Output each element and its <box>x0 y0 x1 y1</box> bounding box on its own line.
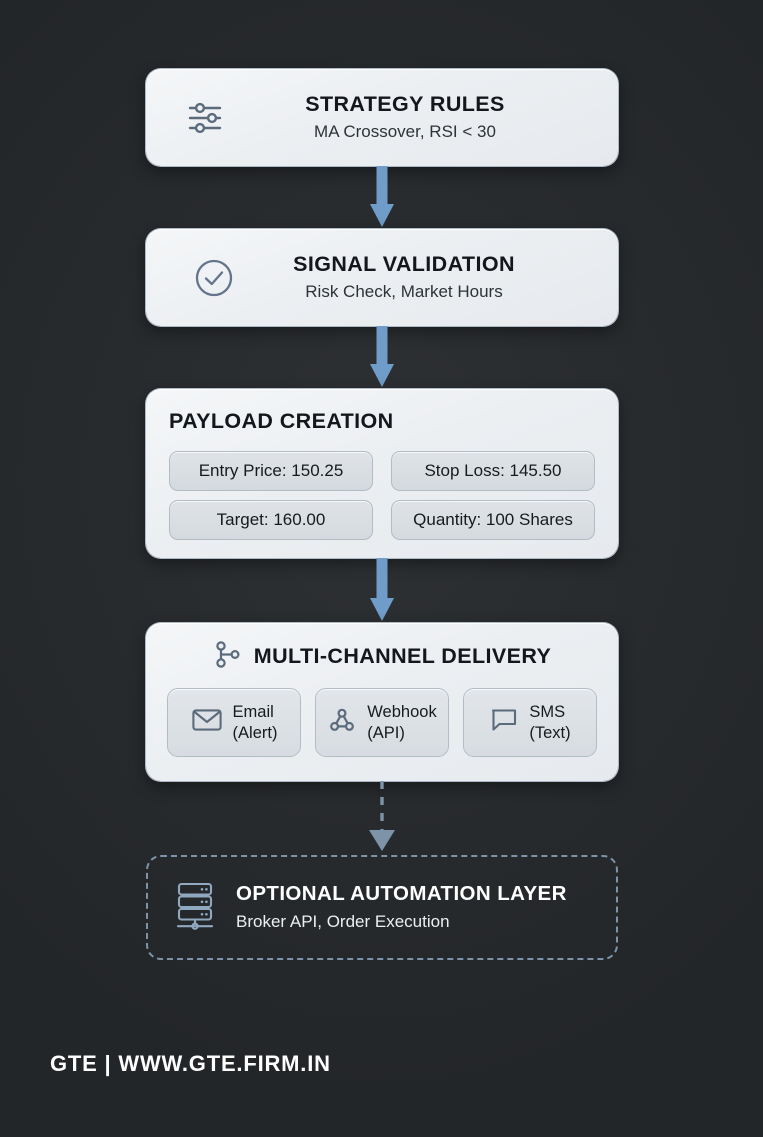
connector-arrow-4-dashed <box>366 781 398 855</box>
connector-arrow-2 <box>366 326 398 389</box>
payload-chip-stop-loss: Stop Loss: 145.50 <box>391 450 595 491</box>
step-card-signal-validation: SIGNAL VALIDATION Risk Check, Market Hou… <box>146 229 618 326</box>
server-stack-icon <box>172 880 218 935</box>
card-subtitle: Broker API, Order Execution <box>236 911 450 931</box>
message-bubble-icon <box>489 706 519 739</box>
card-subtitle: Risk Check, Market Hours <box>305 282 503 302</box>
step-card-payload-creation: PAYLOAD CREATION Entry Price: 150.25 Sto… <box>146 389 618 558</box>
channel-label-email: Email (Alert) <box>232 702 278 742</box>
channel-chip-email: Email (Alert) <box>167 688 301 757</box>
git-branch-icon <box>213 639 241 674</box>
sliders-icon <box>186 98 230 138</box>
channel-chip-webhook: Webhook (API) <box>315 688 449 757</box>
check-circle-icon <box>192 256 236 300</box>
card-title: MULTI-CHANNEL DELIVERY <box>253 643 552 668</box>
step-card-optional-automation-layer: OPTIONAL AUTOMATION LAYER Broker API, Or… <box>146 855 618 960</box>
footer-brand: GTE | WWW.GTE.FIRM.IN <box>50 1051 331 1076</box>
delivery-header: MULTI-CHANNEL DELIVERY <box>167 639 597 674</box>
card-title: SIGNAL VALIDATION <box>293 251 515 276</box>
envelope-icon <box>191 707 223 738</box>
payload-chip-quantity: Quantity: 100 Shares <box>391 499 595 540</box>
webhook-icon <box>327 705 357 740</box>
card-title: PAYLOAD CREATION <box>169 409 394 433</box>
step-card-multi-channel-delivery: MULTI-CHANNEL DELIVERY Email (Alert) <box>146 623 618 781</box>
payload-chip-grid: Entry Price: 150.25 Stop Loss: 145.50 Ta… <box>169 450 595 540</box>
step-card-strategy-rules: STRATEGY RULES MA Crossover, RSI < 30 <box>146 69 618 166</box>
connector-arrow-3 <box>366 558 398 623</box>
card-subtitle: MA Crossover, RSI < 30 <box>314 122 496 142</box>
optional-text-block: OPTIONAL AUTOMATION LAYER Broker API, Or… <box>236 881 567 934</box>
payload-chip-entry-price: Entry Price: 150.25 <box>169 450 373 491</box>
channel-row: Email (Alert) Webhook <box>167 688 597 757</box>
channel-label-webhook: Webhook (API) <box>367 702 437 742</box>
card-title: STRATEGY RULES <box>305 91 505 116</box>
card-title: OPTIONAL AUTOMATION LAYER <box>236 882 567 906</box>
connector-arrow-1 <box>366 166 398 229</box>
channel-chip-sms: SMS (Text) <box>463 688 597 757</box>
payload-chip-target: Target: 160.00 <box>169 499 373 540</box>
channel-label-sms: SMS (Text) <box>529 702 571 742</box>
